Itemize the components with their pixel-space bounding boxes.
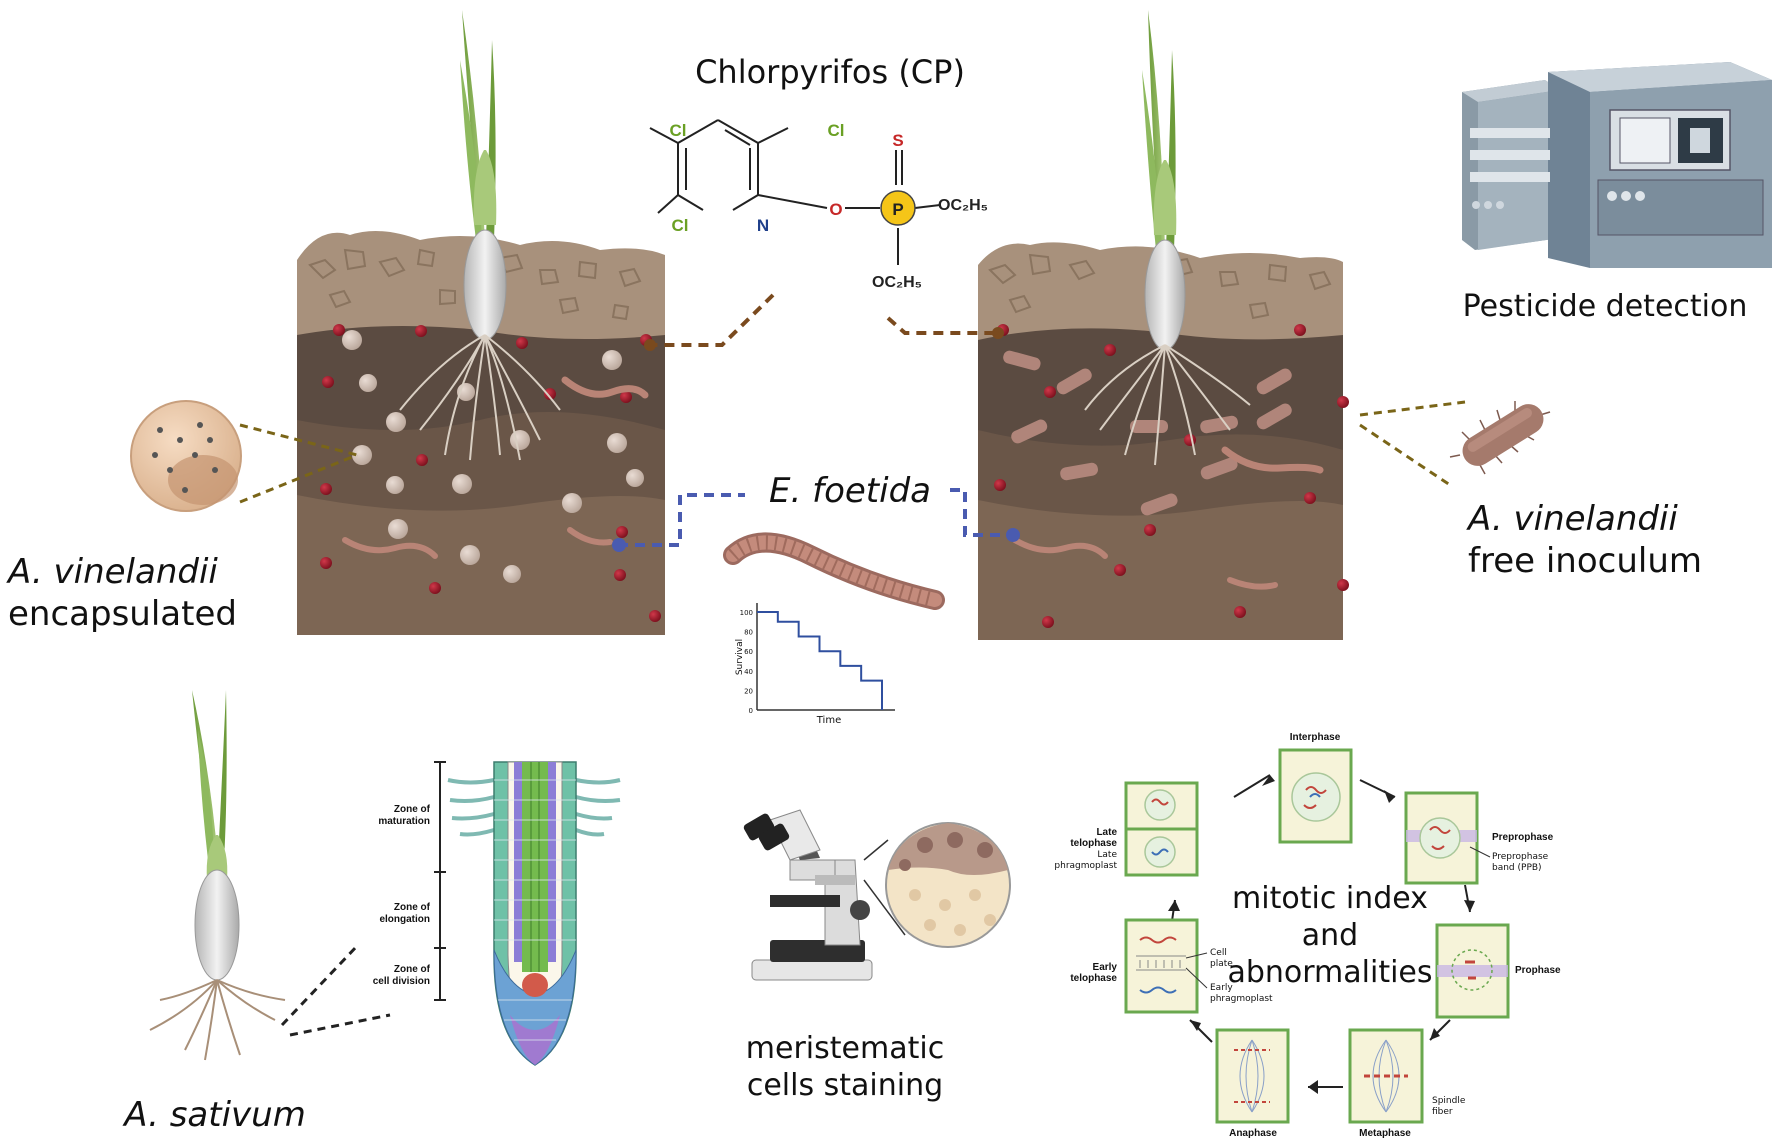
label-spindle-line1: Spindle <box>1432 1096 1466 1106</box>
staining-line1: meristematic <box>746 1031 944 1066</box>
pebble-texture-right <box>988 253 1332 320</box>
connector-cp-right <box>886 316 995 335</box>
label-prophase: Prophase <box>1515 965 1561 976</box>
encapsulated-label: encapsulated <box>8 594 237 634</box>
root-zoom-line-2 <box>289 1013 391 1037</box>
label-early-telophase-line1: Early <box>1093 962 1118 973</box>
survival-curve-chart: 100 80 60 40 20 0 Survival Time <box>735 603 895 726</box>
survival-ytick-5: 0 <box>749 707 753 715</box>
chlorpyrifos-structure: Chlorpyrifos (CP) P Cl Cl Cl N O S OC₂H₅… <box>649 53 988 291</box>
zone-elongation-line2: elongation <box>379 914 430 925</box>
earthworm-icon <box>723 532 945 610</box>
pesticide-detection-label: Pesticide detection <box>1463 289 1748 324</box>
root-zoom-line-1 <box>280 943 360 1027</box>
atom-p: P <box>892 200 903 219</box>
microscope-icon <box>743 809 873 981</box>
soil-light-layer <box>297 495 665 635</box>
zone-maturation-line2: maturation <box>378 816 430 827</box>
connector-worm-left <box>618 493 745 547</box>
phosphorus-atom <box>880 190 916 226</box>
hplc-instrument-icon <box>1462 62 1772 268</box>
connector-dot-right <box>992 327 1004 339</box>
label-spindle-line2: fiber <box>1432 1107 1453 1117</box>
root-hairs <box>447 778 621 837</box>
atom-oet-1: OC₂H₅ <box>938 197 988 214</box>
zone-maturation-line1: Zone of <box>394 804 431 815</box>
soil-block-free-inoculum <box>978 10 1349 640</box>
bacterium-free-inoculum <box>1359 400 1551 487</box>
garlic-plant-bottom <box>149 690 286 1061</box>
cell-cycle-diagram: Interphase Preprophase Preprophase band … <box>1054 732 1561 1139</box>
atom-n: N <box>757 216 769 235</box>
survival-ytick-0: 100 <box>740 609 753 617</box>
label-ppb-line2: band (PPB) <box>1492 863 1542 873</box>
soil-light-layer-right <box>978 500 1343 640</box>
free-inoculum-label: free inoculum <box>1468 541 1702 581</box>
cell-early-telophase <box>1124 918 1199 1014</box>
connector-dot-worm-left <box>612 538 626 552</box>
label-cell-plate-line2: plate <box>1210 959 1233 969</box>
encapsulated-bead-closeup <box>130 400 358 512</box>
label-cell-plate-line1: Cell <box>1210 948 1227 958</box>
cycle-arrowheads <box>1168 775 1475 1094</box>
label-late-telophase-line1: Late <box>1096 827 1117 838</box>
worm-species-label: E. foetida <box>769 471 931 511</box>
encapsulated-species-label: A. vinelandii <box>6 552 218 592</box>
survival-ytick-2: 60 <box>744 648 753 656</box>
atom-s: S <box>892 131 903 150</box>
zone-division-line2: cell division <box>373 976 430 987</box>
staining-line2: cells staining <box>747 1068 943 1103</box>
survival-y-label: Survival <box>735 639 745 675</box>
soil-earthworms <box>342 376 649 559</box>
connector-cp-left <box>655 293 775 347</box>
connector-dot-worm-right <box>1006 528 1020 542</box>
atom-cl-3: Cl <box>672 216 689 235</box>
red-particles <box>320 324 661 622</box>
mitotic-line1: mitotic index <box>1232 881 1428 916</box>
label-late-phragmoplast-line1: Late <box>1097 850 1117 860</box>
pyridine-ring <box>649 119 941 265</box>
survival-ytick-3: 40 <box>744 668 753 676</box>
chemical-title: Chlorpyrifos (CP) <box>695 53 965 91</box>
label-late-phragmoplast-line2: phragmoplast <box>1054 861 1117 871</box>
garlic-plant-right <box>1084 10 1251 466</box>
mitotic-line2: and <box>1302 918 1358 953</box>
zone-division-line1: Zone of <box>394 964 431 975</box>
root-zone-labels: Zone of maturation Zone of elongation Zo… <box>373 804 431 987</box>
label-anaphase: Anaphase <box>1229 1128 1277 1139</box>
label-early-phragmoplast-line1: Early <box>1210 983 1233 993</box>
red-particles-right <box>994 324 1349 628</box>
connector-dot-left <box>644 339 656 351</box>
label-preprophase: Preprophase <box>1492 832 1554 843</box>
soil-block-encapsulated <box>297 10 665 635</box>
label-metaphase: Metaphase <box>1359 1128 1411 1139</box>
survival-step-line <box>757 611 883 710</box>
atom-oet-2: OC₂H₅ <box>872 274 922 291</box>
free-bacteria-rods <box>1003 350 1292 516</box>
atom-o: O <box>829 200 842 219</box>
survival-ytick-4: 20 <box>744 687 753 695</box>
root-tip-diagram <box>434 761 621 1066</box>
atom-cl-2: Cl <box>828 121 845 140</box>
free-species-label: A. vinelandii <box>1466 499 1678 539</box>
cell-anaphase <box>1215 1028 1290 1124</box>
label-ppb-line1: Preprophase <box>1492 852 1549 862</box>
label-late-telophase-line2: telophase <box>1070 838 1117 849</box>
connector-worm-right <box>950 488 1010 537</box>
label-interphase: Interphase <box>1290 732 1341 743</box>
mitotic-line3: abnormalities <box>1227 955 1432 990</box>
survival-x-label: Time <box>816 715 841 726</box>
soil-earthworms-right <box>1012 446 1324 590</box>
zone-elongation-line1: Zone of <box>394 902 431 913</box>
survival-ytick-1: 80 <box>744 629 753 637</box>
garlic-plant-left <box>399 10 561 461</box>
label-early-telophase-line2: telophase <box>1070 973 1117 984</box>
plant-species-label: A. sativum <box>122 1095 306 1135</box>
stained-cells-closeup <box>863 822 1011 948</box>
atom-cl-1: Cl <box>670 121 687 140</box>
label-early-phragmoplast-line2: phragmoplast <box>1210 994 1273 1004</box>
